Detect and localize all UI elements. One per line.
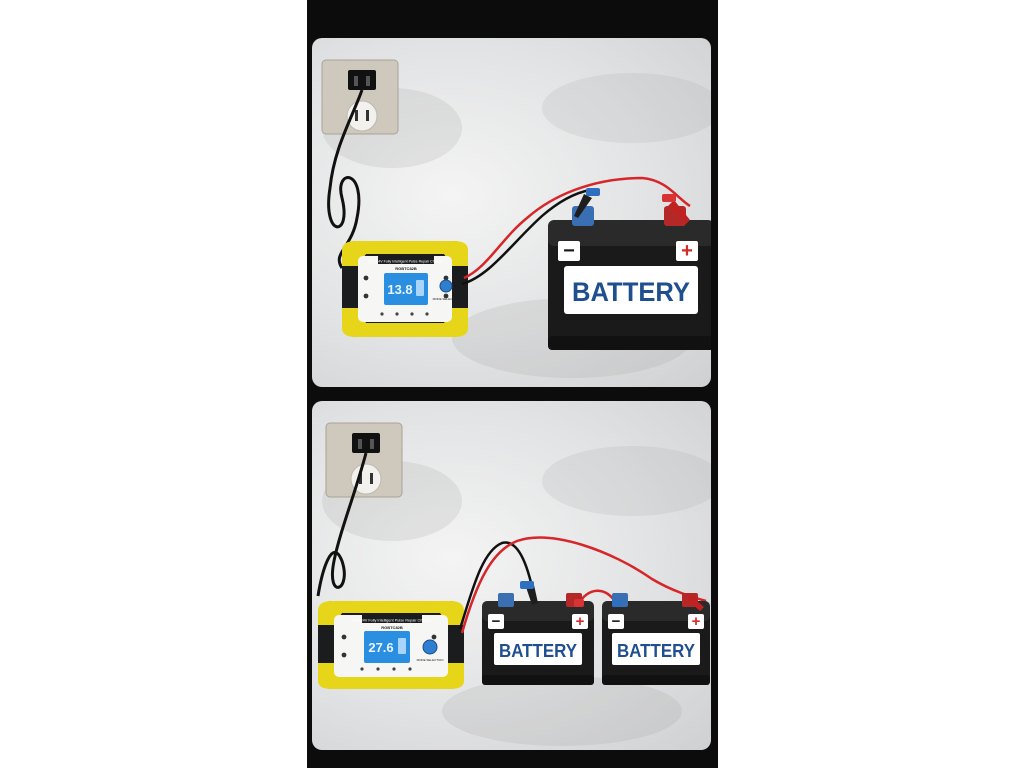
negative-terminal-mark: − (563, 240, 575, 262)
negative-terminal-mark: − (492, 613, 501, 630)
scene-two-batteries: 12V/24V Fully Intelligent Pulse Repair C… (312, 401, 711, 750)
scene-single-battery: 12V/24V Fully Intelligent Pulse Repair C… (312, 38, 711, 387)
engine-bay-background (322, 446, 711, 746)
battery-label: BATTERY (617, 641, 695, 661)
lcd-reading: 27.6 (368, 640, 393, 655)
battery-1: − + BATTERY (482, 593, 594, 685)
battery-label-panel (494, 633, 582, 665)
indicator-icon (443, 275, 449, 281)
negative-marker (608, 614, 624, 629)
battery-charger: 12V/24V Fully Intelligent Pulse Repair C… (342, 241, 468, 337)
battery-label-panel (612, 633, 700, 665)
scene-1-illustration: 12V/24V Fully Intelligent Pulse Repair C… (321, 59, 711, 378)
red-clamp (686, 595, 704, 611)
charger-model-text: 12V/24V Fully Intelligent Pulse Repair C… (353, 619, 432, 623)
positive-terminal-mark: + (576, 613, 585, 630)
indicator-icon (431, 634, 437, 640)
black-clamp (520, 581, 538, 605)
mains-cable (327, 89, 364, 269)
scene-2-illustration: 12V/24V Fully Intelligent Pulse Repair C… (316, 422, 711, 746)
lcd-reading: 13.8 (387, 282, 412, 297)
indicator-icon (443, 293, 449, 299)
mains-cable (316, 452, 368, 597)
battery-label: BATTERY (572, 277, 690, 307)
positive-marker (688, 614, 704, 629)
red-output-wire (460, 536, 707, 634)
positive-marker (676, 241, 698, 261)
positive-marker (572, 614, 588, 629)
black-output-wire (458, 541, 536, 630)
negative-terminal-mark: − (612, 613, 621, 630)
red-output-wire (463, 176, 691, 280)
battery-2: − + BATTERY (602, 593, 710, 685)
indicator-icon (363, 275, 369, 281)
charger-model-text: 12V/24V Fully Intelligent Pulse Repair C… (369, 260, 444, 264)
battery: − + BATTERY (548, 206, 711, 350)
black-output-wire (461, 188, 591, 286)
battery-label-panel (564, 266, 698, 314)
red-clamp (662, 194, 690, 224)
indicator-icon (341, 652, 347, 658)
charger-brand-text: RGBTC82B (381, 625, 403, 630)
mode-selection-button[interactable] (422, 639, 438, 655)
mode-selection-label: MODE SELECTION (433, 297, 460, 301)
battery-charger: 12V/24V Fully Intelligent Pulse Repair C… (318, 601, 464, 689)
mode-selection-label: MODE SELECTION (417, 658, 444, 662)
positive-terminal-mark: + (681, 240, 693, 262)
negative-marker (558, 241, 580, 261)
mode-selection-button[interactable] (439, 279, 453, 293)
indicator-icon (363, 293, 369, 299)
battery-label: BATTERY (499, 641, 577, 661)
positive-terminal-mark: + (692, 613, 701, 630)
indicator-icon (341, 634, 347, 640)
bridge-clamp (574, 599, 622, 607)
image-strip: 12V/24V Fully Intelligent Pulse Repair C… (307, 0, 718, 768)
black-clamp (574, 188, 600, 218)
negative-marker (488, 614, 504, 629)
charger-brand-text: RGBTC82B (395, 266, 417, 271)
